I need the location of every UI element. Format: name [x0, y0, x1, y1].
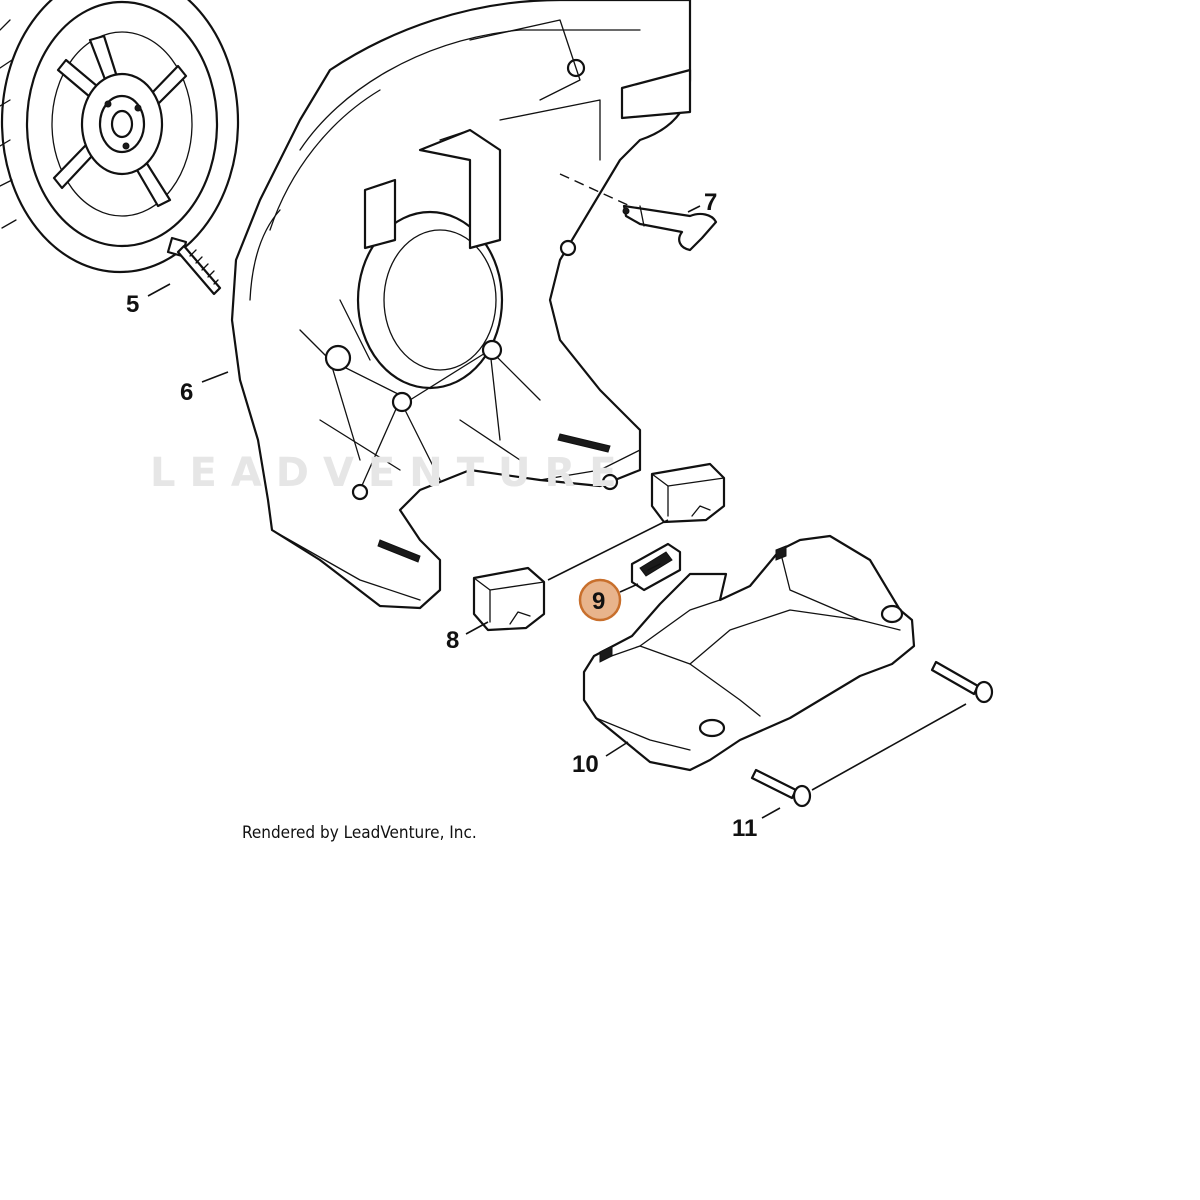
callout-9-highlight[interactable]	[578, 578, 622, 622]
screw-guide-line	[811, 703, 967, 791]
callout-10[interactable]: 10	[572, 751, 599, 778]
watermark-text: LEADVENTURE	[150, 450, 631, 496]
leader-9	[619, 583, 639, 593]
leader-10	[605, 741, 629, 757]
leader-5	[147, 283, 171, 297]
leader-7	[687, 205, 701, 213]
screw-part-11-lower	[750, 768, 812, 808]
pin-part-7	[622, 204, 718, 252]
handle-part-10	[582, 534, 916, 772]
bumper-part-8-lower	[472, 566, 546, 632]
leader-11	[761, 807, 781, 819]
leader-6	[201, 371, 229, 383]
screw-part-5	[166, 236, 222, 296]
damper-part-9	[630, 542, 682, 592]
callout-5[interactable]: 5	[126, 291, 139, 318]
callout-7[interactable]: 7	[704, 189, 717, 216]
fan-impeller	[0, 0, 240, 274]
leader-8	[465, 621, 489, 635]
screw-part-11-upper	[930, 660, 994, 704]
callout-11[interactable]: 11	[732, 815, 757, 842]
pin-guide-line	[559, 173, 631, 207]
callout-8[interactable]: 8	[446, 627, 459, 654]
credit-text: Rendered by LeadVenture, Inc.	[242, 823, 477, 843]
callout-6[interactable]: 6	[180, 379, 193, 406]
bumper-part-8-upper	[650, 462, 726, 524]
bumper-guide-line	[547, 519, 669, 581]
callout-9[interactable]: 9	[592, 588, 605, 615]
fan-housing	[230, 0, 692, 610]
